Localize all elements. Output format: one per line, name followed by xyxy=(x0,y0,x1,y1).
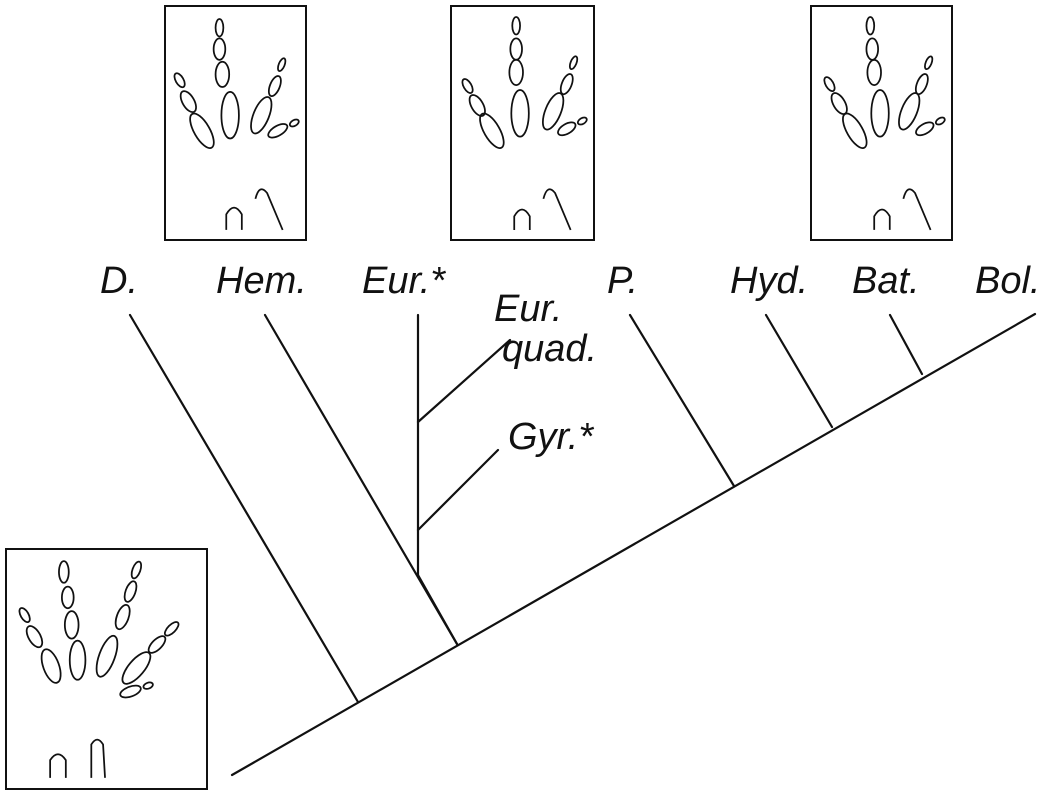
taxon-label-gyr-star: Gyr.* xyxy=(508,416,594,458)
foot-inset-bat xyxy=(810,5,953,241)
branch-hyd xyxy=(764,313,834,429)
taxon-label-hem: Hem. xyxy=(216,260,307,302)
branch-gyr-star xyxy=(416,448,500,532)
taxon-label-eur-quad-line2: quad. xyxy=(502,328,598,370)
four-toed-foot-icon xyxy=(823,16,946,231)
branch-eur-clade xyxy=(416,573,459,646)
taxon-label-bat: Bat. xyxy=(852,260,920,302)
taxon-label-d: D. xyxy=(100,260,138,302)
branch-d xyxy=(128,313,360,704)
taxon-label-hyd: Hyd. xyxy=(730,260,809,302)
four-toed-foot-icon xyxy=(173,18,300,231)
branch-bat xyxy=(888,313,924,376)
branch-p xyxy=(628,313,736,488)
taxon-label-p: P. xyxy=(607,260,639,302)
backbone-branch xyxy=(230,312,1037,777)
four-toed-foot-icon xyxy=(461,16,588,231)
branch-eur-quad xyxy=(416,338,512,424)
foot-inset-eur xyxy=(450,5,595,241)
foot-inset-d-hem xyxy=(164,5,307,241)
taxon-label-eur-star: Eur.* xyxy=(362,260,446,302)
taxon-label-eur-quad-line1: Eur. xyxy=(494,288,563,330)
foot-inset-root xyxy=(5,548,208,790)
taxon-label-bol: Bol. xyxy=(975,260,1041,302)
five-toed-foot-icon xyxy=(18,560,180,778)
